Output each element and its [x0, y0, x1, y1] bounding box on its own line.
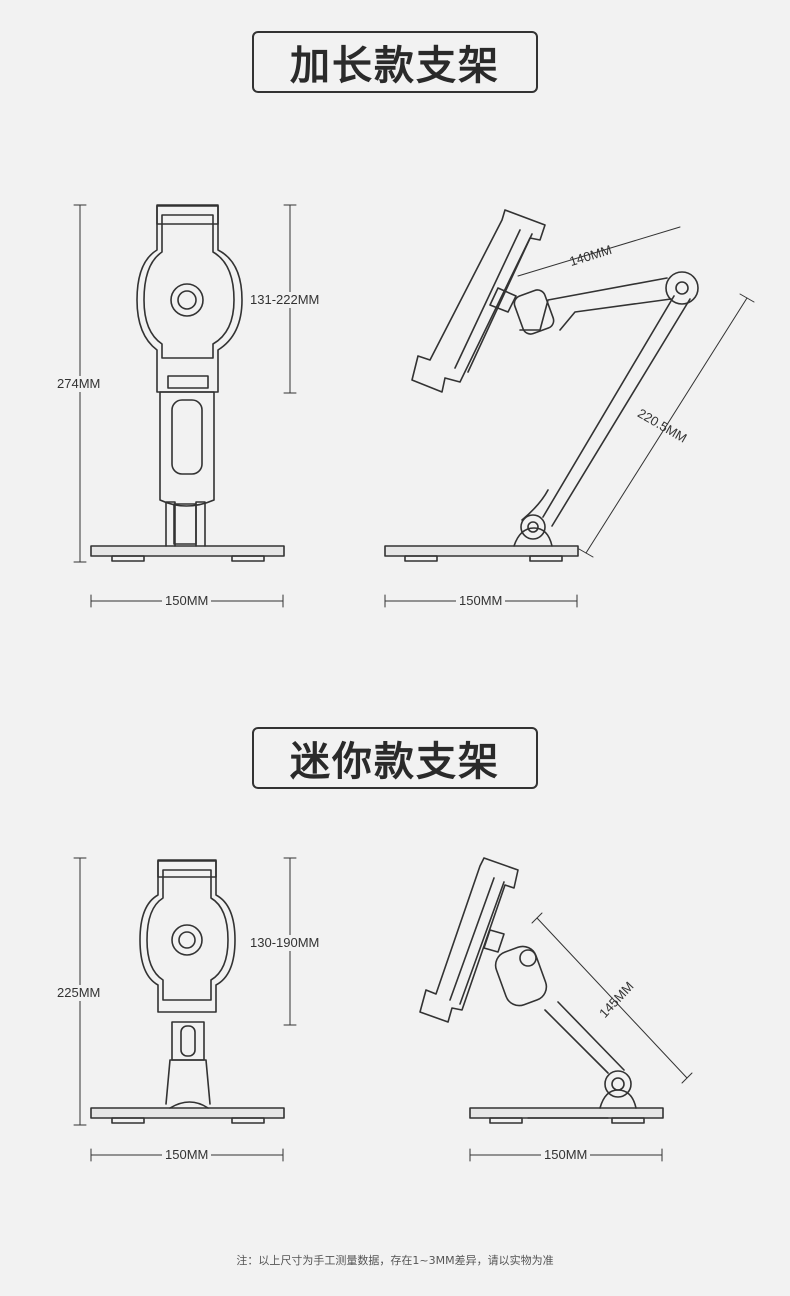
mini-front-stand-drawing — [90, 859, 285, 1124]
section-title-mini: 迷你款支架 — [252, 727, 538, 789]
mini-front-width-label: 150MM — [162, 1147, 212, 1163]
long-front-width-label: 150MM — [162, 593, 212, 609]
mini-side-stand-drawing — [419, 857, 664, 1124]
long-side-width-label: 150MM — [456, 593, 506, 609]
mini-side-width-label: 150MM — [541, 1147, 591, 1163]
long-front-stand-drawing — [90, 204, 285, 562]
long-side-stand-drawing — [384, 209, 699, 562]
mini-front-height-label: 225MM — [54, 985, 104, 1001]
mini-front-clamp-label: 130-190MM — [247, 935, 323, 951]
long-front-clamp-label: 131-222MM — [247, 292, 323, 308]
section-title-long: 加长款支架 — [252, 31, 538, 93]
measurement-footnote: 注：以上尺寸为手工测量数据，存在1~3MM差异，请以实物为准 — [236, 1254, 554, 1267]
mini-side-dimension-lines — [469, 912, 693, 1162]
long-front-height-label: 274MM — [54, 376, 104, 392]
